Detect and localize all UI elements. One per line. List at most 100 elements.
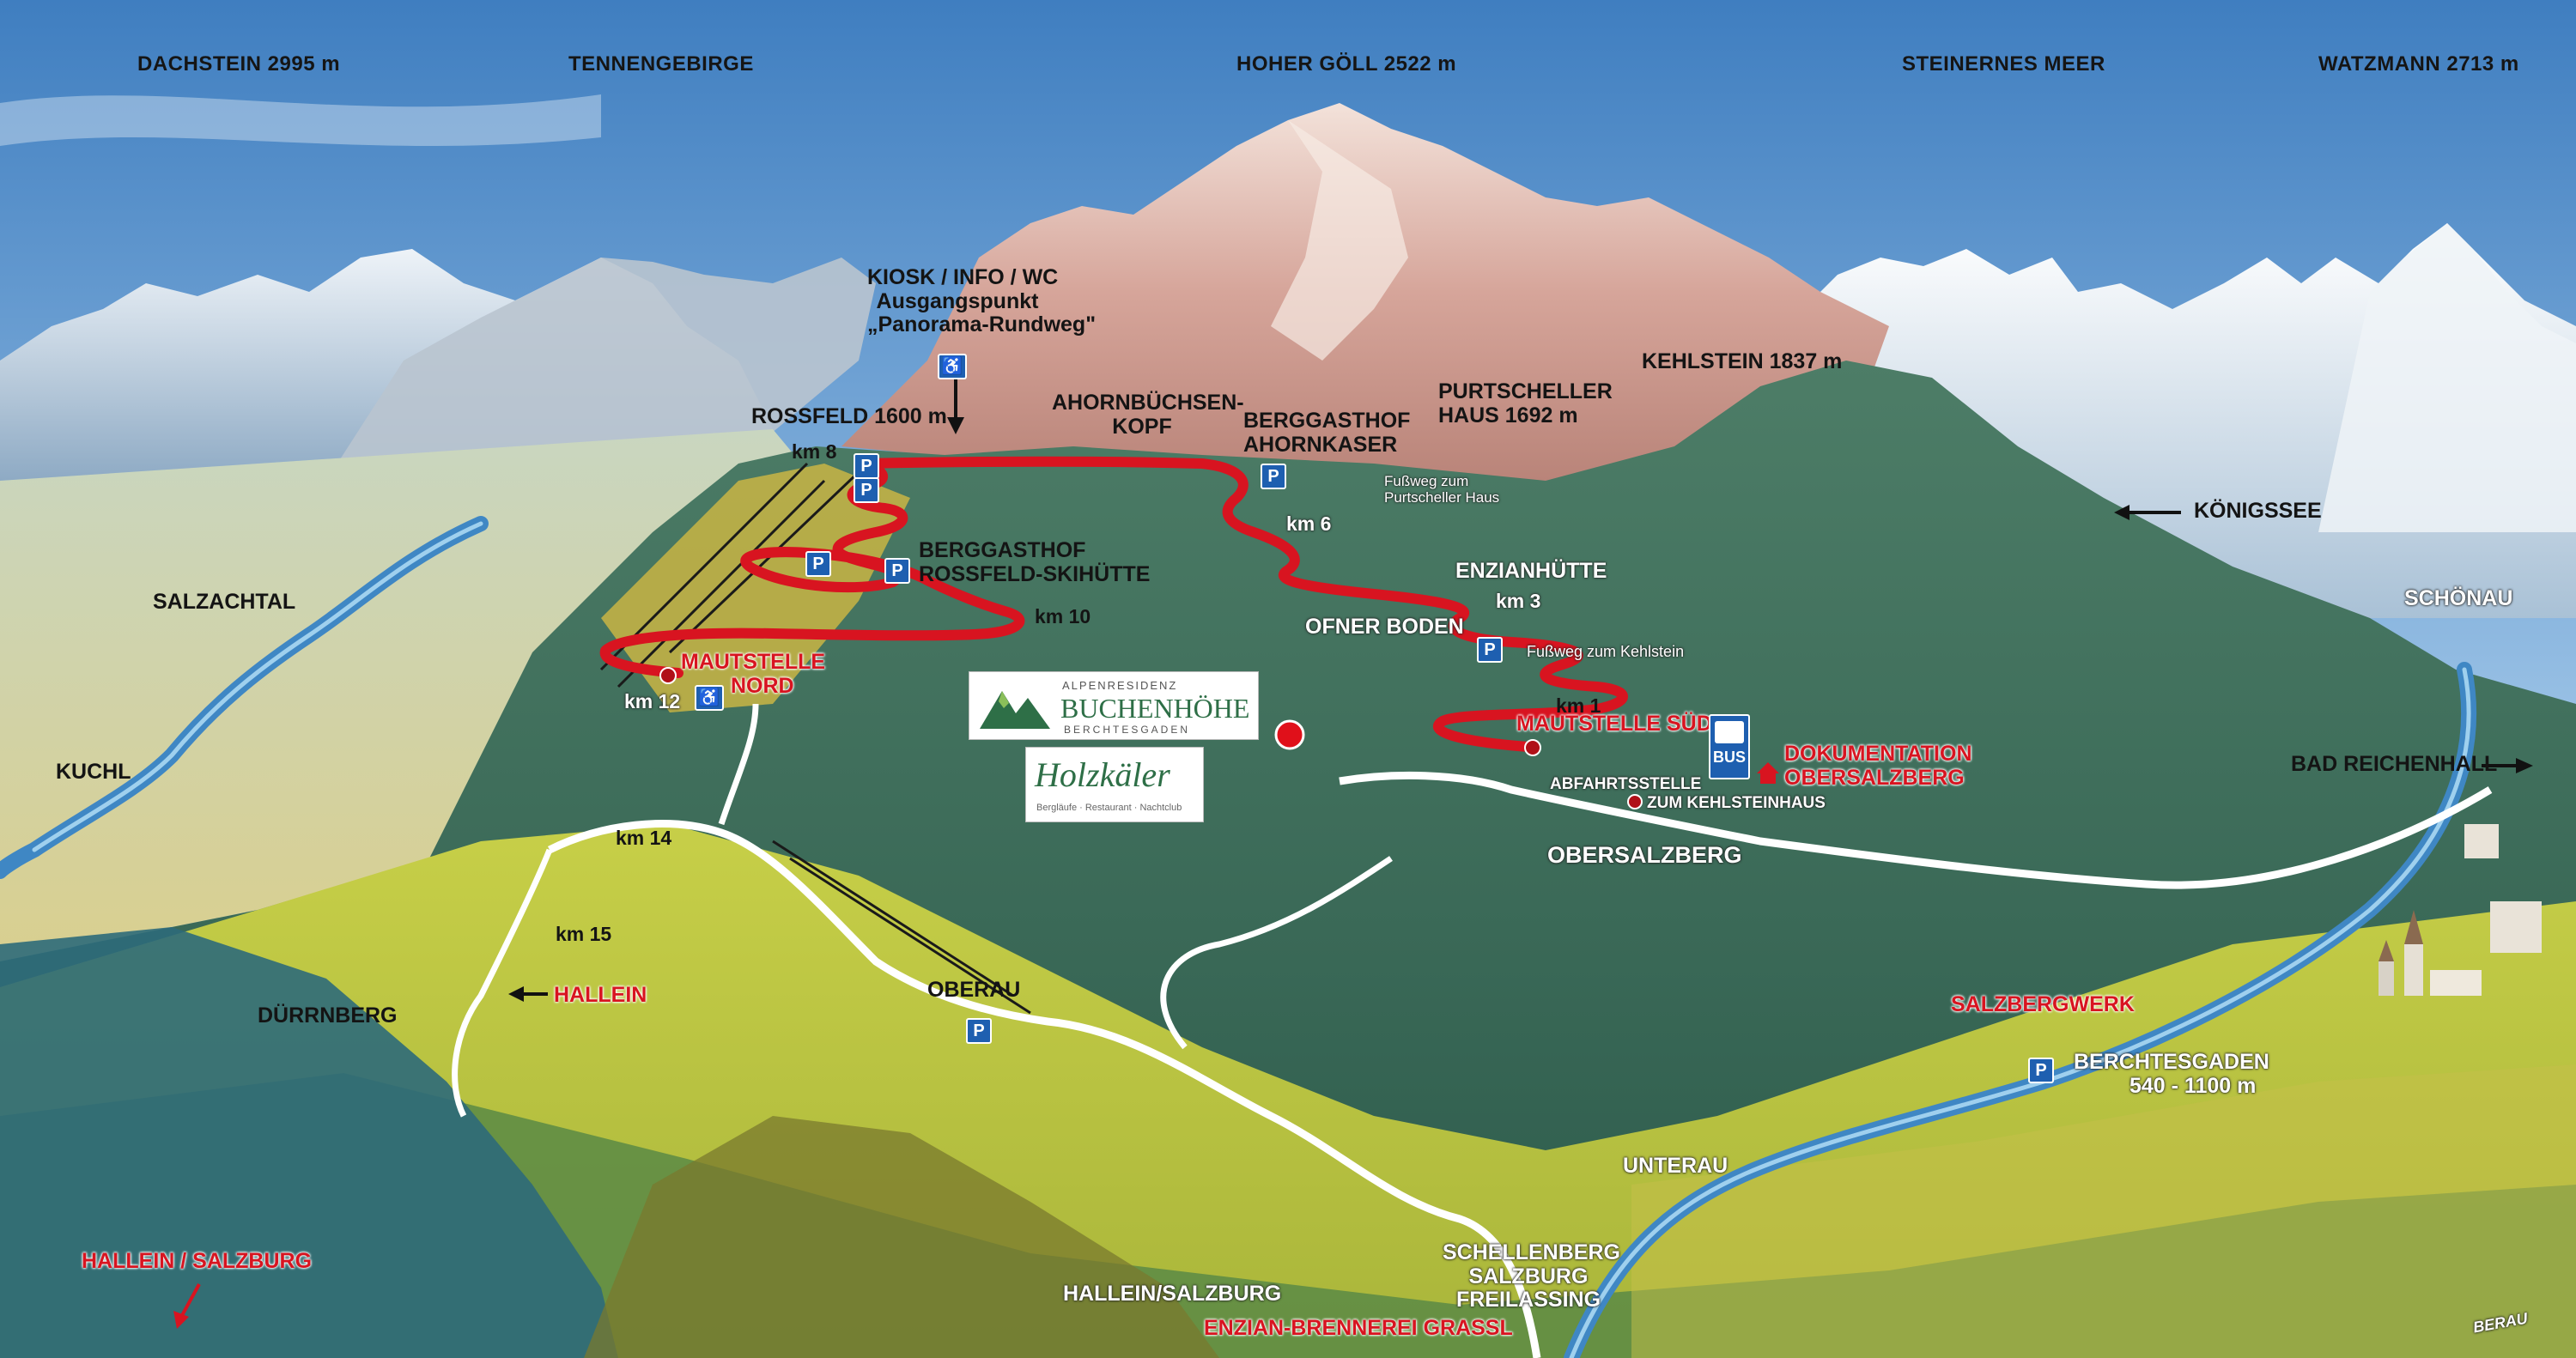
label-enzianhuette: ENZIANHÜTTE (1455, 559, 1607, 583)
parking-icon: P (966, 1018, 992, 1044)
label-kehlstein: KEHLSTEIN 1837 m (1642, 349, 1843, 373)
label-duerrnberg: DÜRRNBERG (258, 1003, 398, 1028)
label-dokumentation-line-1: DOKUMENTATION (1784, 742, 1972, 766)
parking-icon: P (854, 453, 879, 479)
label-fussweg-kehlstein: Fußweg zum Kehlstein (1527, 643, 1685, 660)
holzkaeler-name: Holzkäler (1035, 755, 1170, 794)
rossfeld-meadows (601, 464, 910, 712)
label-fussweg-purtscheller-line-2: Purtscheller Haus (1384, 488, 1500, 506)
label-purtscheller-line-1: PURTSCHELLER (1438, 379, 1613, 403)
label-fussweg-purtscheller-line-1: Fußweg zum (1384, 473, 1469, 489)
holzkaeler-sub: Bergläufe · Restaurant · Nachtclub (1036, 803, 1182, 813)
accessible-icon: ♿ (695, 685, 724, 711)
buchenhoehe-logo: ALPENRESIDENZ BUCHENHÖHE BERCHTESGADEN (969, 671, 1259, 740)
label-schellenberg-line-2: SALZBURG (1468, 1264, 1589, 1288)
label-schellenberg-line-3: FREILASSING (1455, 1288, 1601, 1312)
label-fussweg-purtscheller: Fußweg zum Purtscheller Haus (1384, 473, 1500, 506)
kiosk-label: KIOSK / INFO / WC Ausgangspunkt „Panoram… (867, 265, 1097, 337)
parking-icon: P (2028, 1058, 2054, 1083)
label-schellenberg-line-1: SCHELLENBERG (1443, 1240, 1620, 1264)
label-bad-reichenhall: BAD REICHENHALL (2291, 752, 2498, 776)
label-zum-kehlsteinhaus: ZUM KEHLSTEINHAUS (1647, 794, 1826, 812)
mountain-logo-icon (980, 691, 1050, 729)
km-marker-8: km 8 (792, 440, 837, 463)
peak-tennengebirge: TENNENGEBIRGE (568, 52, 754, 76)
label-skihuette-line-1: BERGGASTHOF (919, 538, 1086, 562)
label-oberau: OBERAU (927, 978, 1021, 1002)
label-obersalzberg: OBERSALZBERG (1547, 842, 1742, 868)
bus-stop-icon: BUS (1709, 714, 1750, 779)
label-rossfeld-skihuette: BERGGASTHOF ROSSFELD-SKIHÜTTE (919, 538, 1151, 586)
road-obersalzberg (1339, 771, 2493, 889)
label-schoenau: SCHÖNAU (2404, 586, 2513, 610)
label-hallein-salzburg-road: HALLEIN/SALZBURG (1063, 1282, 1282, 1306)
label-purtscheller-haus: PURTSCHELLER HAUS 1692 m (1438, 379, 1613, 427)
label-salzbergwerk: SALZBERGWERK (1951, 992, 2135, 1016)
peak-watzmann: WATZMANN 2713 m (2318, 52, 2519, 76)
label-hallein-salzburg: HALLEIN / SALZBURG (82, 1249, 313, 1273)
label-ahornbuechsenkopf: AHORNBÜCHSEN- KOPF (1052, 391, 1244, 439)
parking-icon: P (1477, 637, 1503, 663)
kiosk-line-2: Ausgangspunkt (876, 288, 1039, 313)
label-mautstelle-nord-line-2: NORD (731, 673, 794, 698)
km-marker-15: km 15 (556, 923, 612, 945)
parking-icon: P (1261, 464, 1286, 489)
label-skihuette-line-2: ROSSFELD-SKIHÜTTE (919, 561, 1151, 586)
label-dokumentation-line-2: OBERSALZBERG (1784, 765, 1965, 790)
km-marker-6: km 6 (1286, 512, 1332, 535)
museum-icon (1757, 762, 1779, 773)
holzkaeler-logo: Holzkäler Bergläufe · Restaurant · Nacht… (1025, 747, 1204, 822)
peak-hoher-goell: HOHER GÖLL 2522 m (1236, 52, 1457, 76)
abfahrtsstelle-marker (1627, 794, 1643, 809)
peak-steinernes-meer: STEINERNES MEER (1902, 52, 2105, 76)
label-abfahrtsstelle: ABFAHRTSSTELLE (1550, 775, 1702, 793)
label-schellenberg: SCHELLENBERG SALZBURG FREILASSING (1443, 1240, 1620, 1313)
label-mautstelle-nord-line-1: MAUTSTELLE (681, 650, 826, 674)
label-ahornkaser: BERGGASTHOF AHORNKASER (1243, 409, 1410, 457)
buchenhoehe-top: ALPENRESIDENZ (1062, 679, 1178, 692)
mautstelle-nord-marker (659, 667, 677, 684)
km-marker-3: km 3 (1496, 590, 1541, 612)
label-berchtesgaden-line-2: 540 - 1100 m (2129, 1073, 2257, 1098)
kiosk-line-3: „Panorama-Rundweg" (867, 312, 1097, 336)
label-enzian-brennerei-grassl: ENZIAN-BRENNEREI GRASSL (1204, 1316, 1513, 1340)
parking-icon: P (805, 551, 831, 577)
parking-icon: P (854, 477, 879, 503)
km-marker-10: km 10 (1035, 605, 1091, 627)
buchenhoehe-sub: BERCHTESGADEN (1064, 724, 1191, 736)
label-ahornbuechsen-line-1: AHORNBÜCHSEN- (1052, 391, 1244, 415)
label-berchtesgaden: BERCHTESGADEN 540 - 1100 m (2074, 1050, 2269, 1098)
peak-dachstein: DACHSTEIN 2995 m (137, 52, 341, 76)
label-ahornbuechsen-line-2: KOPF (1112, 414, 1172, 439)
berchtesgaden-town (2379, 824, 2542, 996)
buchenhoehe-location-marker (1274, 719, 1305, 750)
watzmann (2318, 223, 2576, 532)
km-marker-1: km 1 (1556, 694, 1601, 717)
road-oberau (547, 820, 1541, 1358)
label-ahornkaser-line-1: BERGGASTHOF (1243, 409, 1411, 433)
accessible-hiking-icon: ♿ (938, 354, 967, 379)
label-kuchl: KUCHL (56, 760, 131, 784)
label-ofner-boden: OFNER BODEN (1305, 615, 1464, 639)
label-dokumentation-obersalzberg: DOKUMENTATION OBERSALZBERG (1784, 742, 1972, 790)
label-rossfeld: ROSSFELD 1600 m (751, 404, 947, 428)
buchenhoehe-name: BUCHENHÖHE (1060, 693, 1250, 724)
label-ahornkaser-line-2: AHORNKASER (1243, 432, 1398, 457)
rossfeld-panoramastrasse-east (854, 456, 1628, 752)
label-koenigssee: KÖNIGSSEE (2194, 499, 2322, 523)
label-purtscheller-line-2: HAUS 1692 m (1438, 403, 1578, 427)
bus-stop-label: BUS (1712, 749, 1746, 766)
label-mautstelle-sued: MAUTSTELLE SÜD (1516, 712, 1712, 736)
label-hallein: HALLEIN (554, 983, 647, 1007)
label-unterau: UNTERAU (1623, 1154, 1728, 1178)
km-marker-12: km 12 (624, 690, 681, 712)
parking-icon: P (884, 558, 910, 584)
mautstelle-sued-marker (1524, 739, 1541, 756)
km-marker-14: km 14 (616, 827, 672, 849)
label-mautstelle-nord: MAUTSTELLE NORD (681, 650, 826, 698)
museum-icon-body (1760, 773, 1776, 784)
kiosk-line-1: KIOSK / INFO / WC (867, 265, 1059, 289)
label-berchtesgaden-line-1: BERCHTESGADEN (2074, 1050, 2269, 1074)
